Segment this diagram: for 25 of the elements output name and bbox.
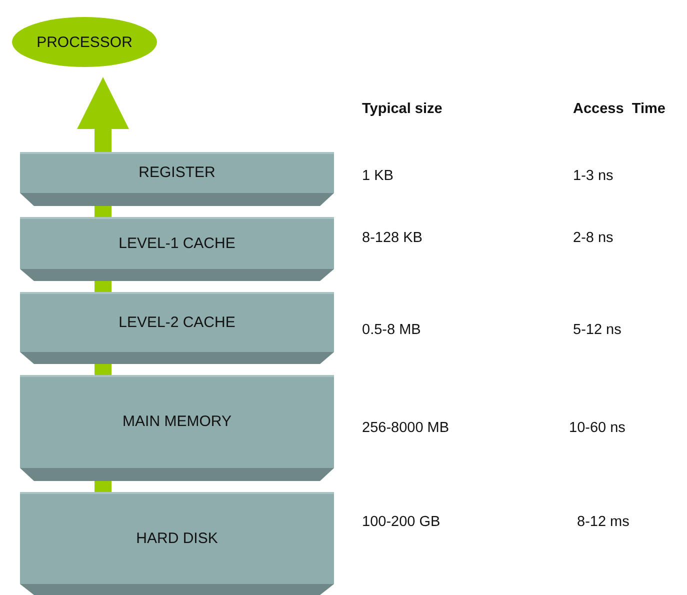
table-value: 1 KB	[362, 168, 394, 184]
table-value: 256-8000 MB	[362, 420, 450, 436]
table-value: 100-200 GB	[362, 514, 440, 530]
table-value: 10-60 ns	[569, 420, 626, 436]
memory-level-slab	[20, 152, 334, 206]
memory-level-slab	[20, 292, 334, 364]
table-value: 1-3 ns	[573, 168, 614, 184]
table-value: 8-128 KB	[362, 230, 422, 246]
level-name: LEVEL-2 CACHE	[118, 312, 236, 332]
arrow	[77, 77, 129, 152]
table-value: 8-12 ms	[577, 514, 630, 530]
processor-ellipse	[12, 17, 157, 67]
column-header: Typical size	[362, 101, 442, 117]
column-header: Access Time	[573, 101, 666, 117]
memory-level-slab	[20, 217, 334, 281]
level-name: HARD DISK	[135, 528, 219, 548]
table-value: 5-12 ns	[573, 322, 622, 338]
memory-level-slab	[20, 492, 334, 595]
table-value: 2-8 ns	[573, 230, 614, 246]
level-name: PROCESSOR	[36, 32, 134, 52]
memory-level-slab	[20, 375, 334, 481]
level-name: LEVEL-1 CACHE	[118, 234, 236, 254]
level-name: REGISTER	[138, 163, 216, 183]
level-name: MAIN MEMORY	[122, 412, 232, 432]
table-value: 0.5-8 MB	[362, 322, 421, 338]
